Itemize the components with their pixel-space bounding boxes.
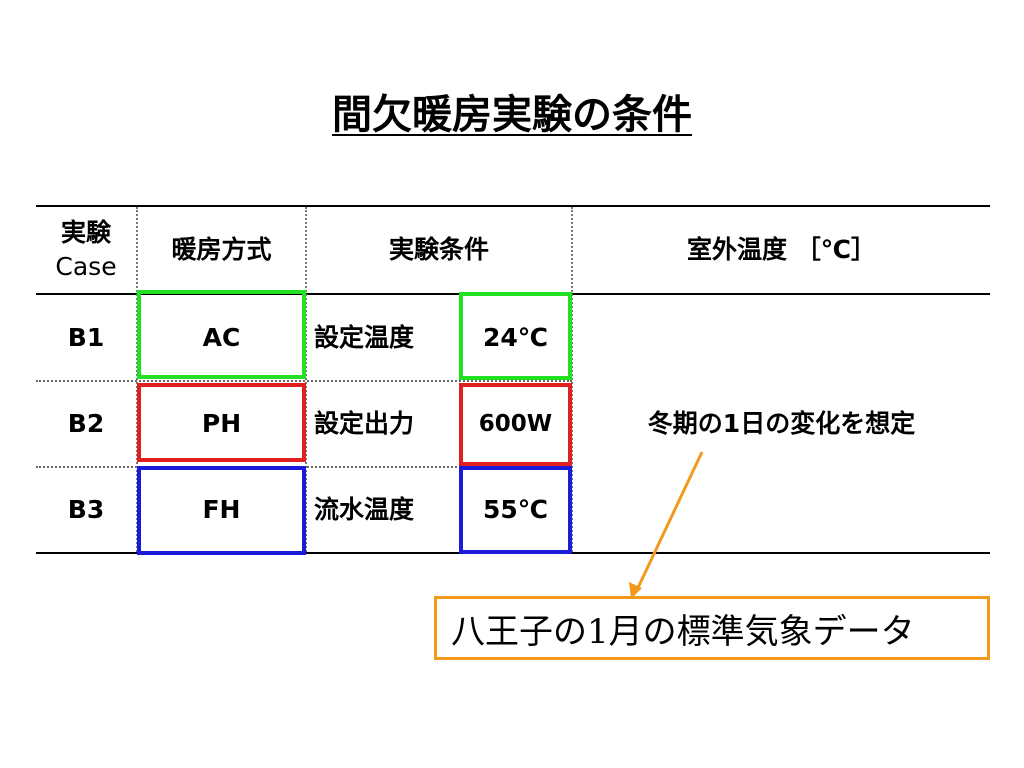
table-row-b1-condition-label: 設定温度 [314, 322, 415, 352]
table-row-b3-condition-label: 流水温度 [314, 495, 415, 524]
weather-data-callout-text: 八王子の1月の標準気象データ [451, 611, 915, 652]
highlight-box-24c [459, 292, 572, 380]
header-outdoor-temp: 室外温度 ［℃］ [687, 235, 876, 264]
header-case-line2: Case [55, 252, 117, 281]
slide-title: 間欠暖房実験の条件 [0, 88, 1024, 142]
highlight-box-fh [137, 466, 306, 555]
table-row-b2-condition-value: 600W [478, 411, 553, 437]
col-divider-1 [136, 207, 138, 552]
outdoor-temp-note: 冬期の1日の変化を想定 [647, 408, 916, 438]
header-condition: 実験条件 [388, 235, 489, 264]
table-row-b2-method: PH [201, 409, 242, 438]
header-case-line1: 実験 [60, 218, 111, 247]
highlight-box-600w [459, 383, 572, 466]
table-row-b3-condition-value: 55℃ [482, 495, 549, 524]
table-row-b1-condition-value: 24℃ [482, 322, 549, 352]
weather-data-callout: 八王子の1月の標準気象データ [434, 596, 990, 660]
header-case: 実験 Case [36, 207, 136, 293]
table-row-b2-case: B2 [67, 409, 105, 438]
table-row-b2-condition-label: 設定出力 [314, 409, 415, 438]
highlight-box-ac [137, 290, 306, 379]
highlight-box-55c [459, 466, 572, 554]
table-row-b1-case: B1 [67, 322, 105, 352]
row-divider-1 [36, 380, 572, 382]
table-row-b3-method: FH [202, 495, 241, 524]
slide-title-text: 間欠暖房実験の条件 [332, 92, 692, 138]
col-divider-2 [305, 207, 307, 552]
table-row-b3-case: B3 [67, 495, 105, 524]
col-divider-3 [571, 207, 573, 552]
highlight-box-ph [137, 383, 306, 462]
table-top-rule [36, 205, 990, 207]
header-method: 暖房方式 [171, 235, 272, 264]
table-row-b1-method: AC [202, 322, 241, 352]
